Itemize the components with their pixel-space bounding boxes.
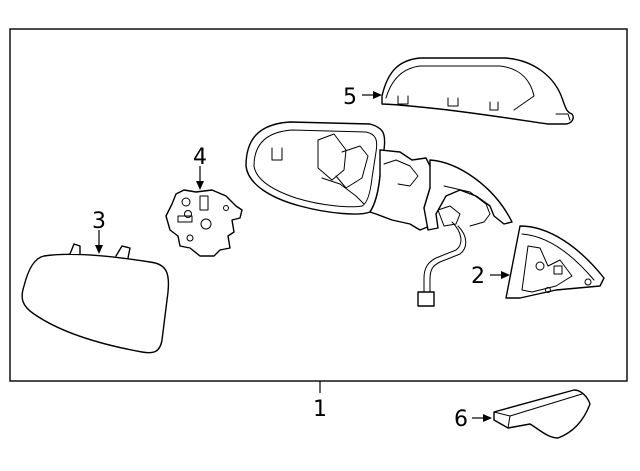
part-2-lower-trim <box>505 225 605 299</box>
callout-3: 3 <box>92 209 106 234</box>
assembly-frame <box>9 28 628 382</box>
part-6-side-lamp <box>493 389 591 439</box>
callout-6: 6 <box>454 407 468 432</box>
callout-1: 1 <box>313 397 327 422</box>
part-4-actuator-plate <box>165 189 243 257</box>
part-1-mirror-housing <box>245 121 513 307</box>
callout-4: 4 <box>193 145 207 170</box>
part-5-mirror-cover <box>381 57 574 125</box>
callout-5: 5 <box>343 85 357 110</box>
callout-leaders <box>95 91 510 422</box>
callout-2: 2 <box>471 264 485 289</box>
part-3-mirror-glass <box>21 243 170 354</box>
